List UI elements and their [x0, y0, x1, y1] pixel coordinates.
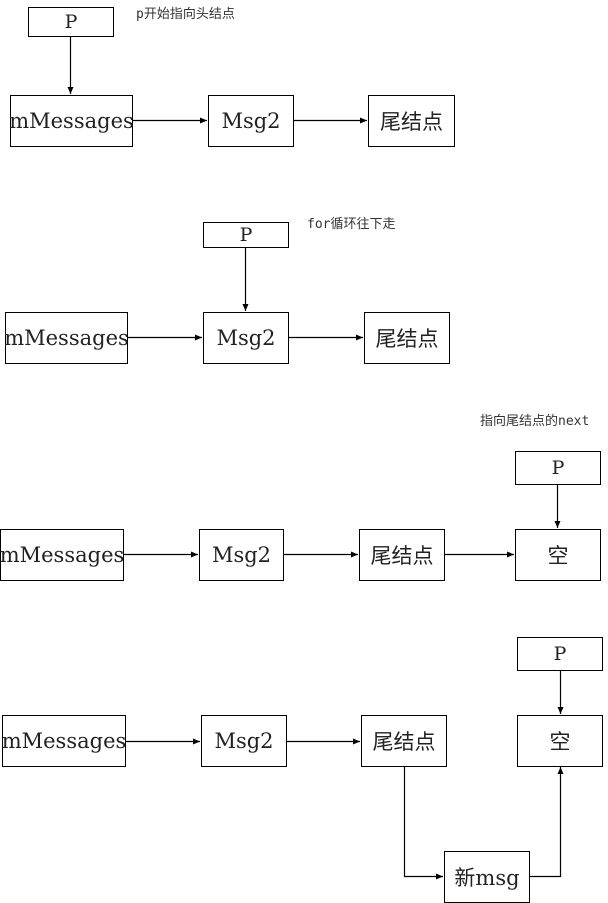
node-mmessages: mMessages [9, 95, 134, 147]
node-mmessages: mMessages [0, 529, 124, 581]
node-null: 空 [517, 715, 603, 767]
node-tail: 尾结点 [359, 529, 445, 581]
node-msg2: Msg2 [203, 312, 289, 364]
note-text: 指向尾结点的next [480, 414, 590, 429]
note-text: p开始指向头结点 [136, 7, 235, 22]
node-mmessages: mMessages [4, 312, 129, 364]
node-msg2: Msg2 [201, 715, 287, 767]
node-msg2: Msg2 [199, 529, 284, 581]
node-null: 空 [515, 529, 601, 581]
node-tail: 尾结点 [368, 95, 455, 147]
node-msg2: Msg2 [208, 95, 294, 147]
pointer-p-box: P [203, 222, 289, 248]
pointer-p-box: P [517, 637, 603, 671]
node-new-msg: 新msg [444, 851, 530, 903]
pointer-p-box: P [515, 451, 601, 485]
node-tail: 尾结点 [364, 312, 450, 364]
edge-s4-new-to-null [529, 767, 564, 878]
node-tail: 尾结点 [361, 715, 447, 767]
node-mmessages: mMessages [2, 715, 126, 767]
edge-s4-tail-to-new [403, 766, 443, 880]
pointer-p-box: P [28, 7, 114, 37]
note-text: for循环往下走 [307, 217, 396, 232]
